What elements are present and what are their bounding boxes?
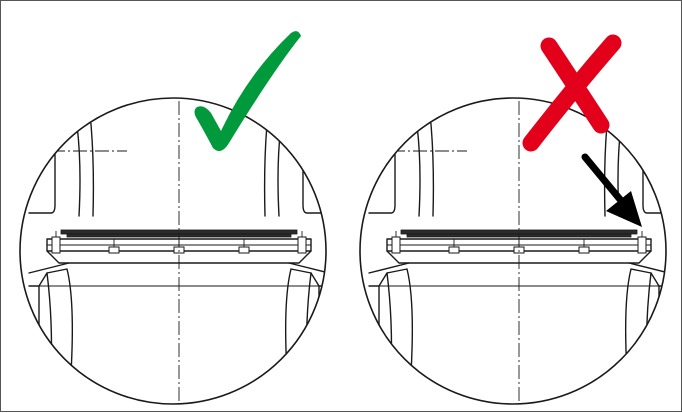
- detail-circle-right: [359, 97, 667, 405]
- cross-mark-icon: [522, 34, 622, 152]
- detail-circle-left: [19, 97, 327, 405]
- panel-correct: [19, 31, 327, 405]
- panel-incorrect: [359, 34, 667, 405]
- arrow-icon: [581, 153, 642, 227]
- check-mark-icon: [194, 31, 301, 152]
